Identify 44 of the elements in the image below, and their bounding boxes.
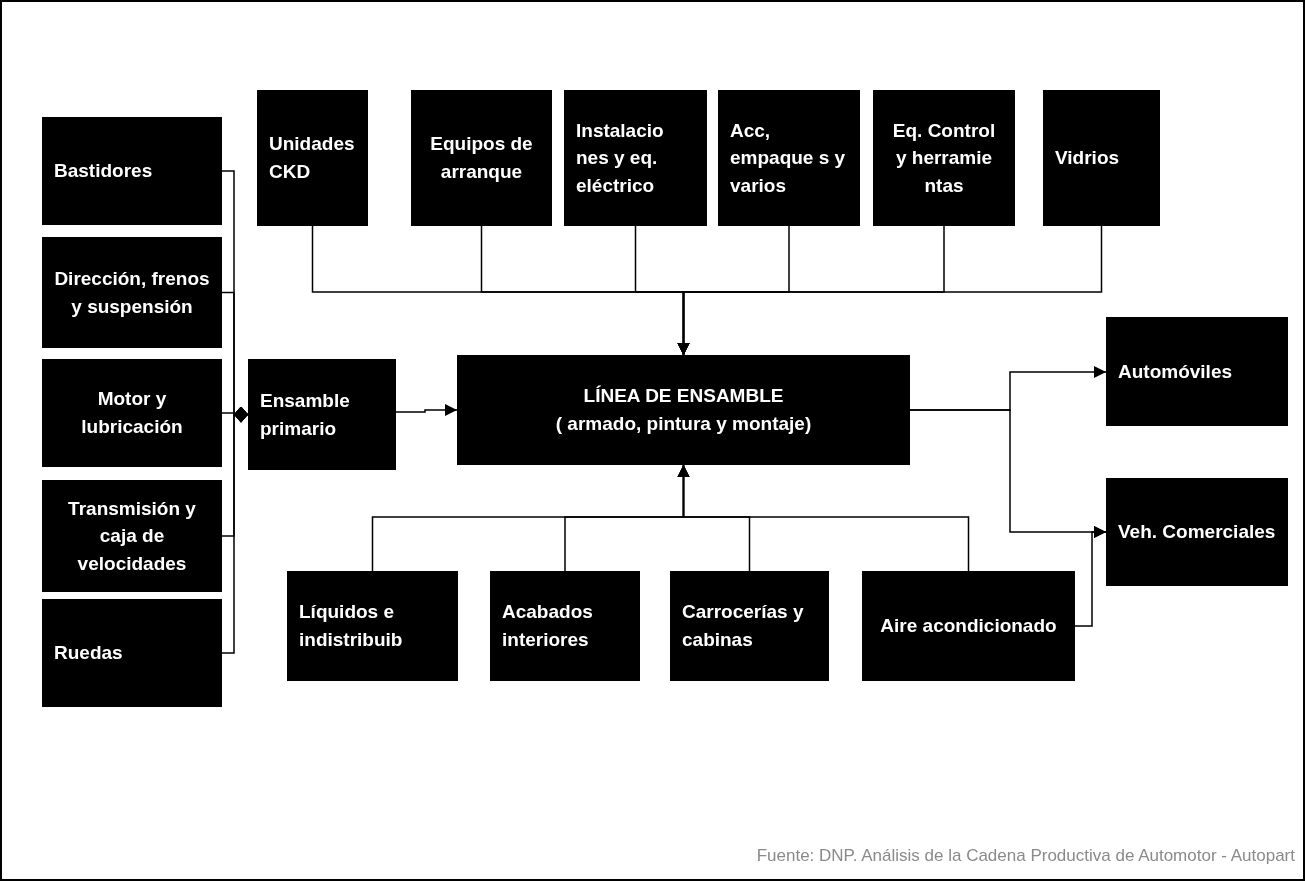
box-label: Líquidos e indistribuib [299, 600, 404, 652]
box-label: Ensamble primario [260, 388, 351, 441]
connector-arrow [677, 225, 1103, 356]
process-box [257, 90, 368, 226]
process-box [670, 571, 829, 681]
process-box [42, 599, 222, 707]
box-label: Equipos de arranque [429, 132, 534, 184]
box-label: Dirección, frenos y suspensión [54, 266, 210, 319]
process-box [564, 90, 707, 226]
box-label: Transmisión y caja de velocidades [67, 496, 197, 576]
connector-arrow [677, 464, 970, 572]
box-label: Veh. Comerciales [1118, 520, 1276, 545]
box-label: Ruedas [54, 641, 123, 666]
process-box [42, 237, 222, 348]
box-heading: LÍNEA DE ENSAMBLE [583, 384, 784, 409]
process-box [42, 117, 222, 225]
box-label: Motor y lubricación [80, 387, 184, 439]
box-label: Vidrios [1055, 146, 1120, 171]
connector-arrow [395, 404, 458, 416]
process-box [718, 90, 860, 226]
process-box [287, 571, 458, 681]
box-label: Bastidores [54, 159, 153, 184]
box-subtitle: ( armado, pintura y montaje) [555, 412, 812, 436]
connector-arrow [1074, 526, 1107, 627]
box-label: Aire acondicionado [880, 614, 1057, 639]
process-box [873, 90, 1015, 226]
box-label: Acabados interiores [502, 600, 594, 652]
process-box [248, 359, 396, 470]
process-box [411, 90, 552, 226]
process-box [42, 359, 222, 467]
box-label: Unidades CKD [269, 132, 356, 184]
process-box [42, 480, 222, 592]
process-box [1106, 478, 1288, 586]
process-box [1106, 317, 1288, 426]
box-label: Carrocerías y cabinas [682, 600, 805, 652]
box-label: Automóviles [1118, 359, 1233, 384]
process-box [457, 355, 910, 465]
process-box [862, 571, 1075, 681]
box-label: Instalacio nes y eq. eléctrico [576, 118, 665, 198]
source-caption: Fuente: DNP. Análisis de la Cadena Productiva de Automotor - Autopart [756, 845, 1295, 867]
process-box [490, 571, 640, 681]
process-box [1043, 90, 1160, 226]
box-label: Eq. Control y herramie ntas [891, 118, 997, 198]
box-label: Acc, empaque s y varios [730, 118, 847, 198]
